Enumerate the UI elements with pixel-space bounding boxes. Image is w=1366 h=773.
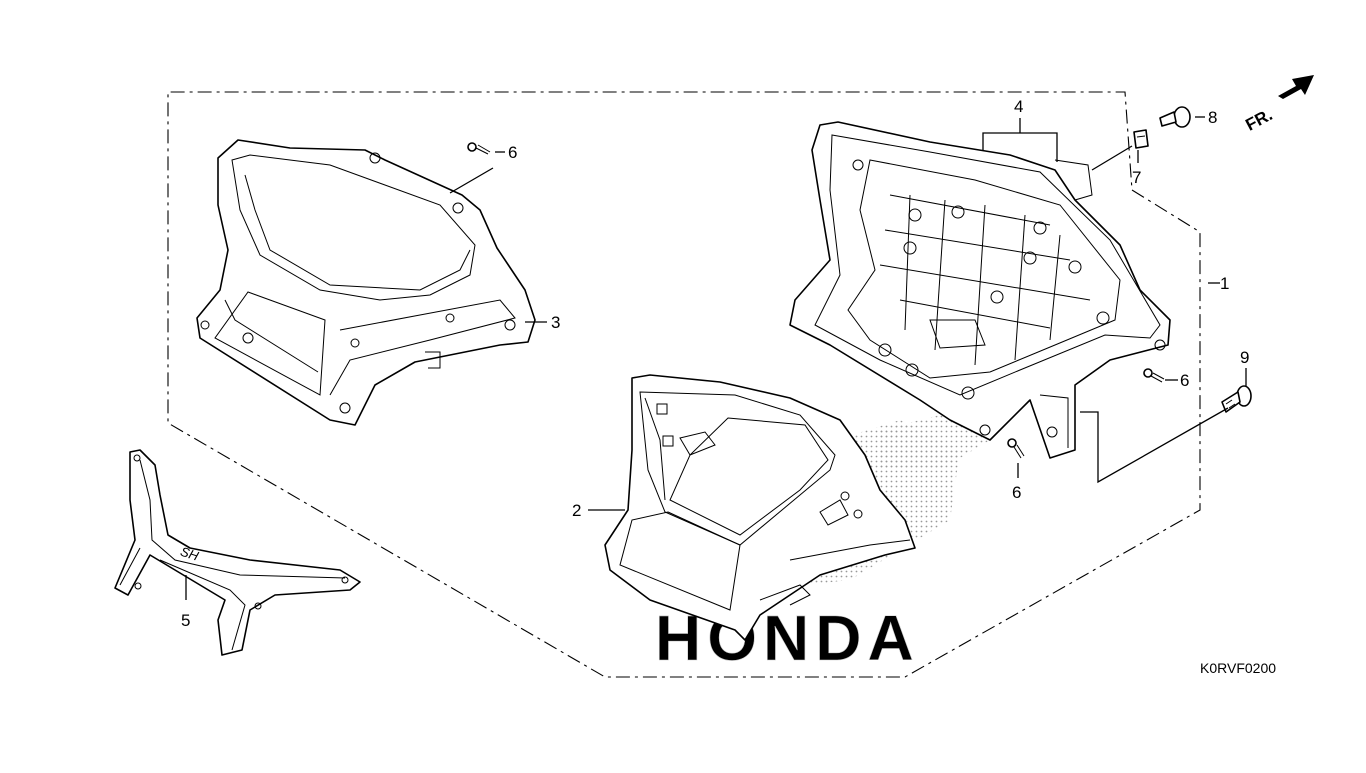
callout-3: 3 <box>551 313 560 332</box>
screw-6-right <box>1143 368 1165 383</box>
callout-2: 2 <box>572 501 581 520</box>
clip-7 <box>1133 129 1149 149</box>
front-direction-indicator: FR. <box>1242 75 1314 135</box>
honda-watermark: HONDA <box>655 602 920 674</box>
callout-1: 1 <box>1220 274 1229 293</box>
diagram-code: K0RVF0200 <box>1200 660 1276 676</box>
screw-6-top <box>467 142 491 155</box>
screw-6-bottom <box>1007 438 1025 459</box>
part-1-meter-case <box>789 121 1171 470</box>
front-arrow-icon <box>1278 75 1314 99</box>
part-2-meter-panel <box>604 374 960 641</box>
callout-9: 9 <box>1240 348 1249 367</box>
callout-6-right: 6 <box>1180 371 1189 390</box>
bolt-9 <box>1221 385 1252 413</box>
part-3-upper-cover <box>196 139 536 426</box>
part-5-emblem: SH <box>114 449 361 656</box>
callout-6-top: 6 <box>508 143 517 162</box>
callout-5: 5 <box>181 611 190 630</box>
leader-lines <box>185 116 1247 600</box>
callout-4: 4 <box>1014 97 1023 116</box>
callout-6-bottom: 6 <box>1012 483 1021 502</box>
front-label: FR. <box>1242 105 1275 135</box>
callout-labels: 1 2 3 4 5 6 6 6 7 8 9 <box>181 97 1249 630</box>
grommet-8 <box>1159 106 1191 128</box>
callout-8: 8 <box>1208 108 1217 127</box>
emblem-lettering: SH <box>179 544 201 564</box>
callout-7: 7 <box>1132 168 1141 187</box>
assembly-boundary <box>167 91 1201 678</box>
